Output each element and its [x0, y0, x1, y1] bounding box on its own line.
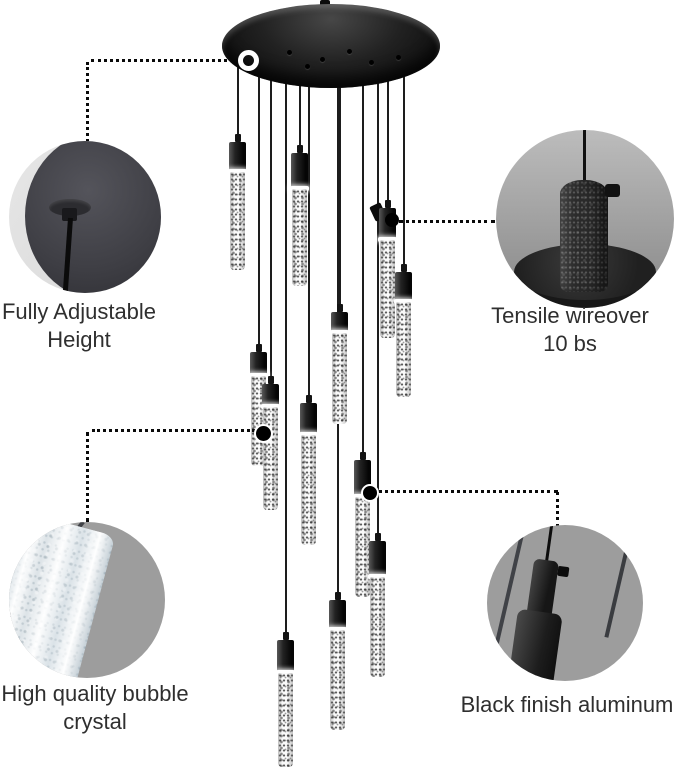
crystal-tube	[330, 630, 345, 730]
tensile-wire-label: Tensile wireover 10 bs	[477, 302, 663, 358]
crystal-tube	[301, 435, 316, 545]
hardware-cylinder	[560, 180, 608, 292]
canopy-screw	[320, 0, 330, 7]
crystal-tube	[230, 172, 245, 270]
pendant-side-nub	[557, 565, 570, 578]
pendant-wire	[270, 42, 272, 376]
label-line: Height	[47, 327, 111, 352]
adjustable-height-detail-photo	[9, 141, 161, 293]
pendant-cap	[368, 541, 387, 579]
pendant-cap	[261, 384, 280, 409]
canopy-mount-nub	[287, 50, 292, 55]
callout-connector-line	[92, 429, 255, 432]
cord-grip-collar	[62, 208, 77, 221]
pendant-wire	[308, 42, 310, 395]
crystal-tube	[278, 673, 293, 767]
crystal-tube	[355, 497, 370, 597]
callout-connector-line	[86, 62, 89, 142]
pendant-cap	[249, 352, 268, 378]
label-line: Black finish aluminum	[460, 692, 674, 717]
bubble-crystal-label: High quality bubble crystal	[0, 680, 190, 736]
adjustable-height-anchor-ring	[238, 50, 259, 71]
bubble-crystal-detail-photo	[9, 522, 165, 678]
pendant-cap	[394, 272, 413, 304]
canopy-mount-nub	[305, 64, 310, 69]
pendant-cap	[228, 142, 247, 174]
callout-connector-line	[86, 432, 89, 522]
crystal-tube	[396, 302, 411, 397]
callout-connector-line	[556, 492, 559, 527]
cord-grip-cone	[49, 199, 91, 216]
label-line: 10 bs	[543, 331, 597, 356]
pendant-body	[497, 608, 563, 681]
canopy-mount-nub	[369, 60, 374, 65]
fully-adjustable-height-label: Fully Adjustable Height	[0, 298, 158, 354]
suspension-wire	[583, 130, 586, 186]
label-line: Tensile wireover	[491, 303, 649, 328]
crystal-tube	[292, 189, 307, 286]
label-line: High quality bubble	[1, 681, 189, 706]
pendant-wire	[237, 42, 239, 134]
crystal-tube-closeup	[9, 522, 116, 678]
crystal-tube	[370, 577, 385, 677]
pendant-cap	[290, 153, 309, 191]
canopy-mount-nub	[320, 57, 325, 62]
hardware-side-nub	[605, 184, 620, 197]
pendant-wire	[339, 42, 341, 304]
pendant-wire	[387, 42, 389, 200]
black-aluminum-detail-photo	[487, 525, 643, 681]
black-aluminum-label: Black finish aluminum	[458, 691, 676, 719]
pendant-cap	[276, 640, 295, 675]
canopy-mount-nub	[347, 49, 352, 54]
pendant-closeup-group	[487, 525, 639, 681]
pendant-cap	[328, 600, 347, 632]
callout-connector-line	[91, 59, 227, 62]
callout-connector-line	[378, 490, 558, 493]
crystal-tube	[263, 407, 278, 510]
aluminum-anchor-dot	[361, 484, 379, 502]
pendant-neck	[526, 558, 560, 616]
tensile-wire-detail-photo	[496, 130, 674, 308]
pendant-wire	[285, 42, 287, 632]
crystal-tube	[380, 240, 395, 338]
label-line: Fully Adjustable	[1, 299, 157, 324]
ceiling-canopy	[222, 4, 440, 88]
canopy-mount-nub	[396, 55, 401, 60]
pendant-cap	[299, 403, 318, 437]
pendant-wire	[362, 42, 364, 452]
label-line: crystal	[63, 709, 127, 734]
callout-connector-line	[399, 220, 495, 223]
canopy-closeup-disc	[25, 141, 161, 293]
pendant-wire	[258, 42, 260, 344]
pendant-wire	[299, 42, 301, 145]
bubble-crystal-anchor-dot	[254, 424, 273, 443]
pendant-wire	[377, 42, 379, 533]
pendant-wire	[403, 42, 405, 264]
pendant-cap	[330, 312, 349, 335]
crystal-tube-end-face	[9, 653, 73, 678]
tensile-wire-anchor-dot	[385, 213, 399, 227]
crystal-tube	[332, 333, 347, 424]
